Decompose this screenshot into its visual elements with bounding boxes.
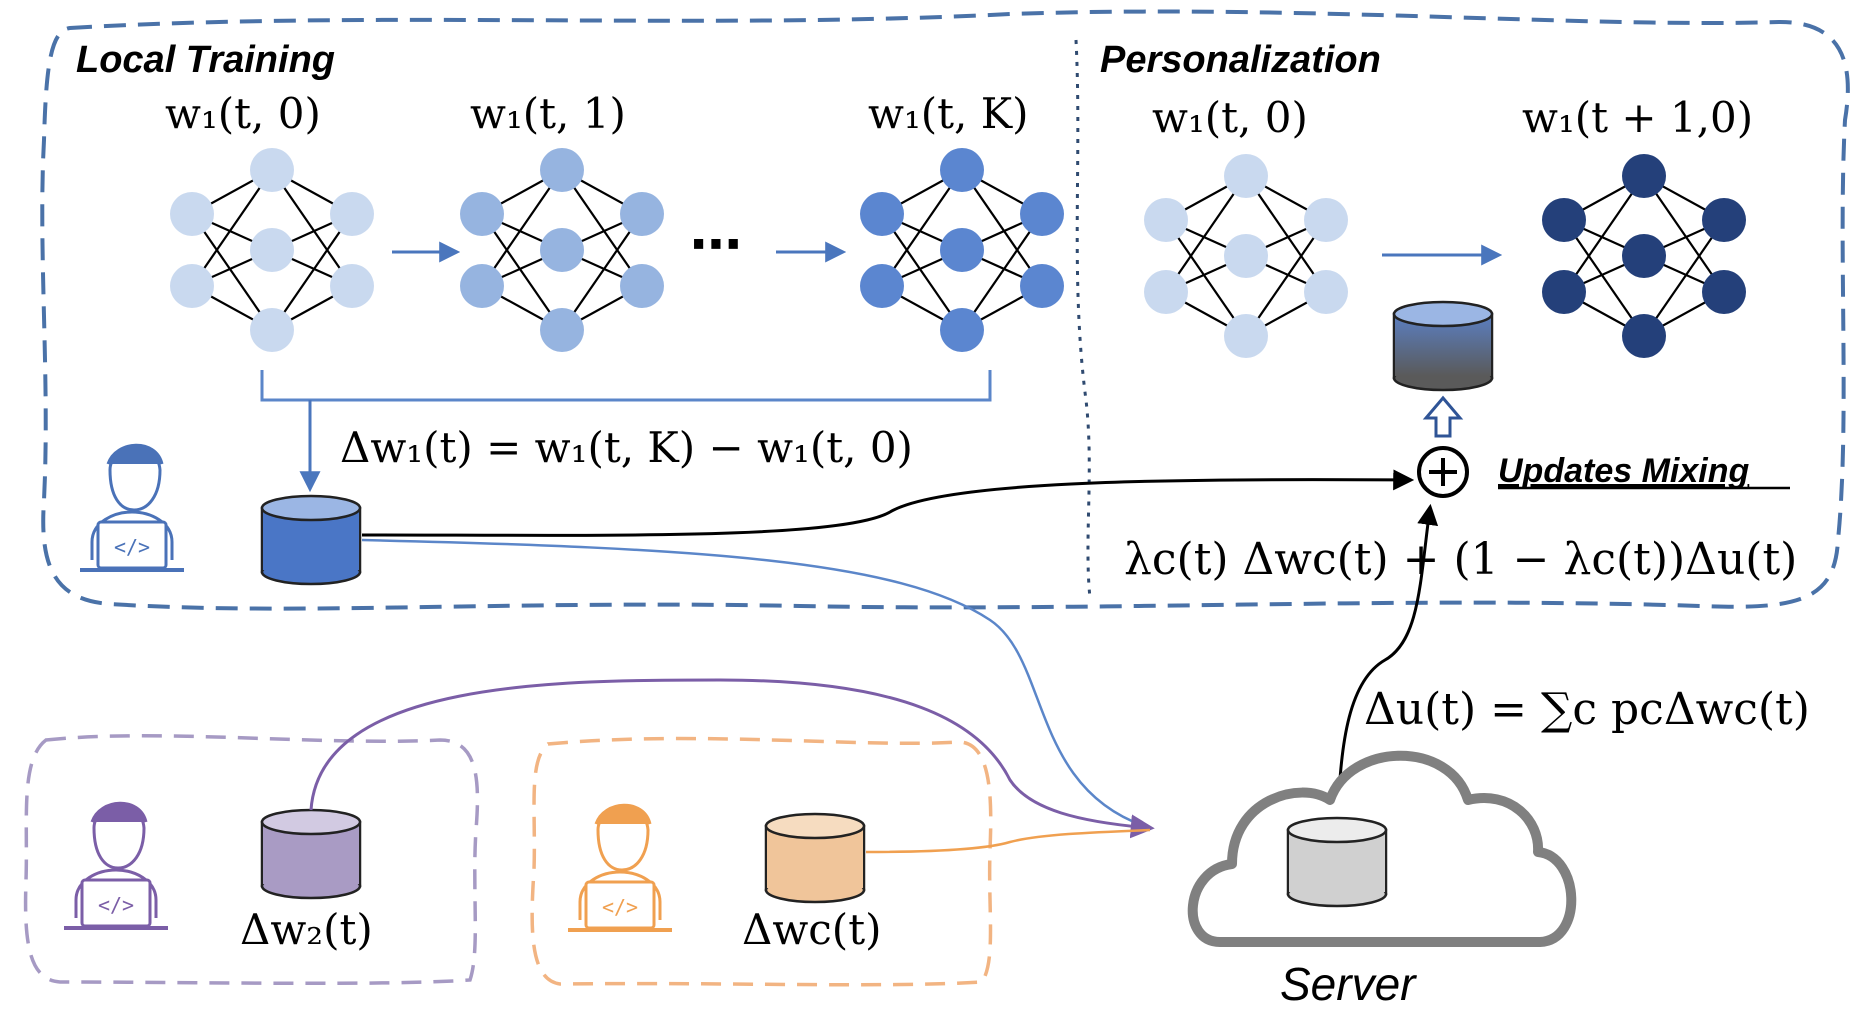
nn-node	[940, 228, 984, 272]
local-training-title: Local Training	[76, 39, 335, 81]
nn-w1-t0	[170, 148, 374, 352]
database-icon	[764, 812, 866, 904]
neural-networks	[170, 148, 1746, 358]
label-w1-t0: w₁(t, 0)	[165, 89, 321, 138]
nn-node	[1020, 192, 1064, 236]
delta-bracket	[260, 370, 992, 402]
nn-node	[250, 228, 294, 272]
nn-node	[1224, 234, 1268, 278]
nn-node	[620, 264, 664, 308]
nn-node	[330, 264, 374, 308]
server-update-formula: Δu(t) = ∑c pcΔwc(t)	[1364, 684, 1810, 735]
nn-node	[540, 308, 584, 352]
nn-node	[620, 192, 664, 236]
nn-node	[330, 192, 374, 236]
nn-node	[1542, 198, 1586, 242]
delta-w1-formula: Δw₁(t) = w₁(t, K) − w₁(t, 0)	[340, 423, 913, 472]
label-w1-t1: w₁(t, 1)	[470, 89, 626, 138]
nn-node	[1622, 154, 1666, 198]
nn-node	[250, 148, 294, 192]
nn-w1-next	[1542, 154, 1746, 358]
ellipsis: ⋯	[690, 215, 742, 275]
client1-frame	[40, 9, 1850, 611]
server-label: Server	[1280, 958, 1417, 1010]
nn-node	[1304, 270, 1348, 314]
nn-node	[1702, 198, 1746, 242]
user-laptop-icon: </>	[64, 801, 168, 930]
server-to-mixing-curve	[1336, 503, 1439, 821]
svg-text:</>: </>	[602, 895, 638, 919]
nn-node	[940, 148, 984, 192]
nn-node	[1144, 270, 1188, 314]
plus-circle-icon	[1417, 446, 1469, 498]
nn-w1-t1	[460, 148, 664, 352]
updates-mixing-label: Updates Mixing	[1498, 452, 1749, 490]
client2-to-server-curve	[309, 678, 1155, 839]
nn-node	[1702, 270, 1746, 314]
clientc-frame	[530, 736, 993, 987]
nn-node	[1304, 198, 1348, 242]
arrow-icon	[1422, 395, 1464, 438]
nn-node	[1622, 314, 1666, 358]
user-laptop-icon: </>	[80, 443, 184, 572]
nn-node	[1144, 198, 1188, 242]
label-w1-t0-personal: w₁(t, 0)	[1152, 93, 1308, 142]
delta-w2-label: Δw₂(t)	[240, 905, 373, 954]
client1-to-mixing-curve	[361, 469, 1415, 537]
database-icon	[260, 494, 362, 586]
nn-node	[460, 264, 504, 308]
nn-node	[1542, 270, 1586, 314]
nn-node	[860, 264, 904, 308]
nn-node	[250, 308, 294, 352]
nn-node	[1020, 264, 1064, 308]
mixing-formula: λc(t) Δwc(t) + (1 − λc(t))Δu(t)	[1124, 534, 1797, 585]
nn-node	[460, 192, 504, 236]
personalization-title: Personalization	[1100, 39, 1381, 81]
client2-frame	[23, 734, 480, 986]
svg-text:</>: </>	[98, 893, 134, 917]
database-icon	[260, 808, 362, 900]
svg-text:</>: </>	[114, 535, 150, 559]
label-w1-next: w₁(t + 1,0)	[1522, 93, 1753, 142]
client1-to-server-curve	[361, 538, 1151, 830]
user-laptop-icon: </>	[568, 803, 672, 932]
database-icon	[1392, 300, 1494, 392]
nn-node	[940, 308, 984, 352]
nn-node	[860, 192, 904, 236]
nn-node	[1622, 234, 1666, 278]
nn-node	[540, 228, 584, 272]
delta-wc-label: Δwc(t)	[742, 905, 881, 954]
nn-w1-tK	[860, 148, 1064, 352]
label-w1-tK: w₁(t, K)	[868, 89, 1029, 138]
nn-node	[170, 192, 214, 236]
nn-w1-t0-personal	[1144, 154, 1348, 358]
database-icon	[1286, 816, 1388, 908]
nn-node	[170, 264, 214, 308]
nn-node	[1224, 154, 1268, 198]
clientc-to-server-curve	[865, 828, 1151, 854]
section-divider	[1074, 39, 1092, 599]
nn-node	[1224, 314, 1268, 358]
nn-node	[540, 148, 584, 192]
